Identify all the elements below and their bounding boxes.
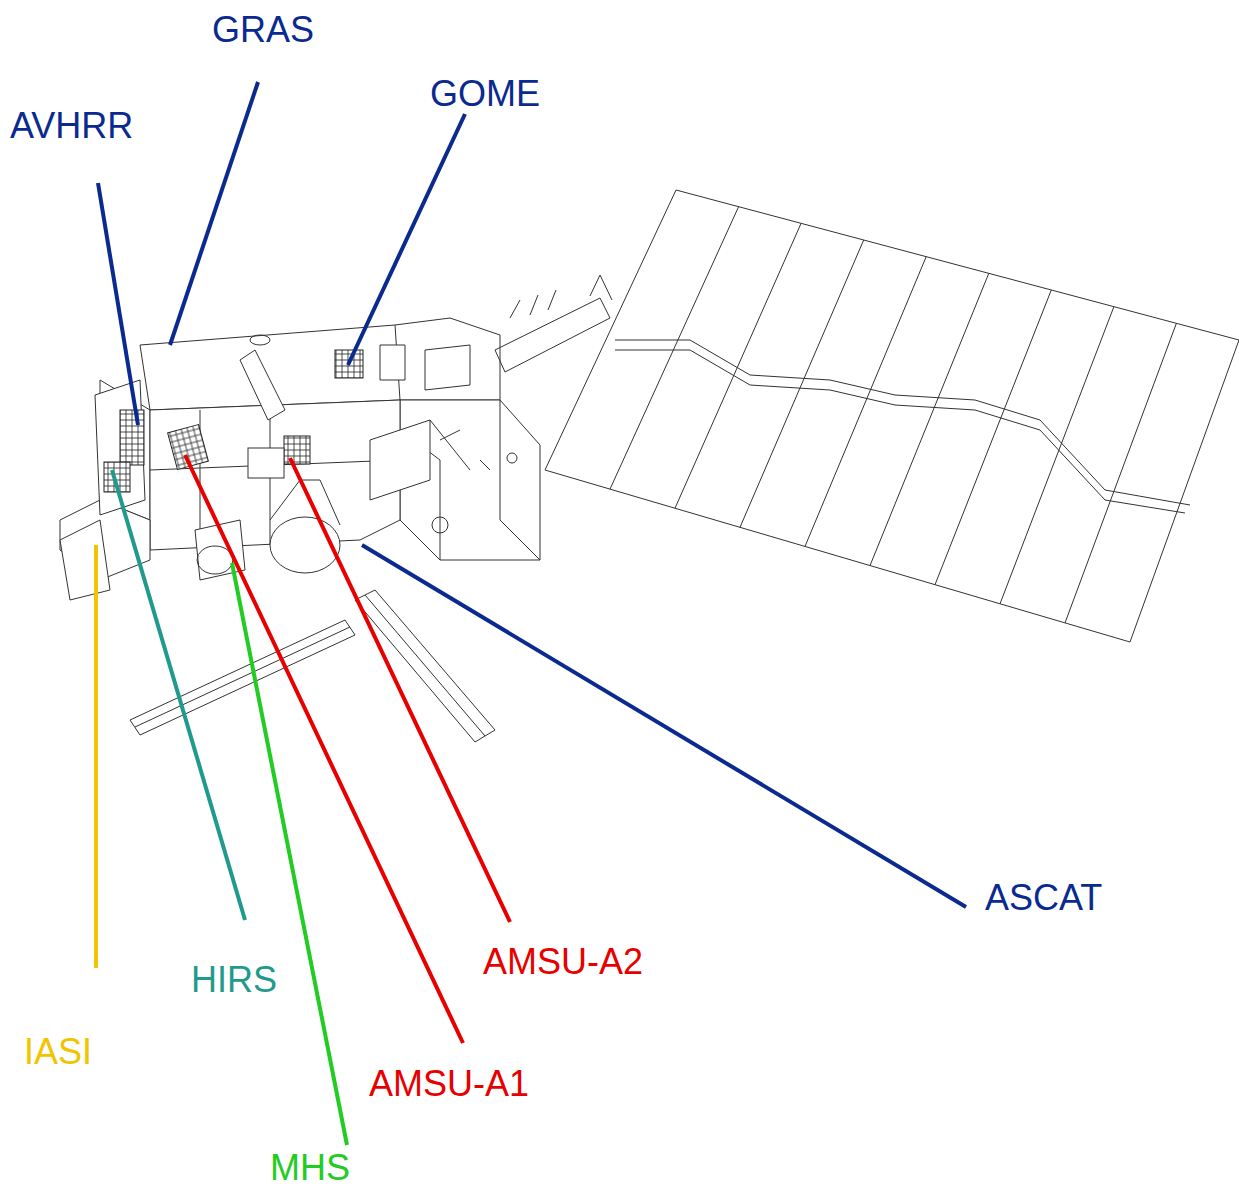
instrument-label: IASI bbox=[24, 1034, 92, 1070]
leader-lines bbox=[96, 82, 966, 1145]
instrument-label: AVHRR bbox=[10, 108, 133, 144]
instrument-label: ASCAT bbox=[985, 880, 1102, 916]
spacecraft-body bbox=[60, 190, 1239, 742]
instrument-label: MHS bbox=[270, 1150, 350, 1186]
instrument-label: AMSU-A2 bbox=[483, 944, 643, 980]
instrument-label: HIRS bbox=[191, 962, 277, 998]
instrument-label: AMSU-A1 bbox=[369, 1066, 529, 1102]
instrument-label: GOME bbox=[430, 76, 540, 112]
instrument-label: GRAS bbox=[212, 12, 314, 48]
